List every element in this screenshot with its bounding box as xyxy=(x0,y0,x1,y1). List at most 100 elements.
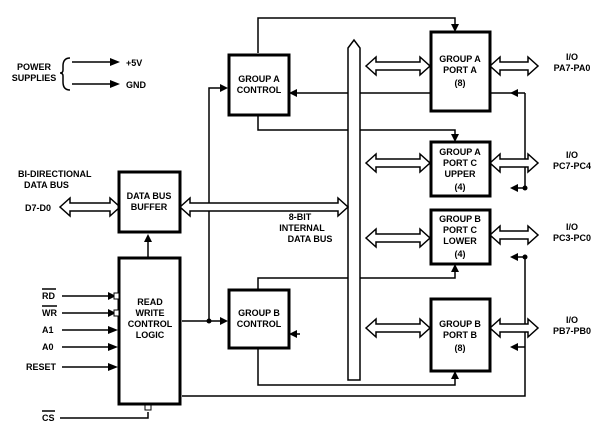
power-supplies: POWER SUPPLIES +5V GND xyxy=(12,57,147,91)
bus-internal-to-portb xyxy=(364,317,432,339)
porta-line3: (8) xyxy=(455,78,466,88)
databus-title-line2: DATA BUS xyxy=(24,180,69,190)
buffer-box xyxy=(117,170,182,234)
gnd-arrowhead xyxy=(110,80,120,88)
wire-porta-in-head xyxy=(510,89,518,97)
buffer-line2: BUFFER xyxy=(131,202,168,212)
signal-rd-bubble xyxy=(113,292,120,300)
io-pcl-label: I/O xyxy=(566,222,578,232)
rw-line2: WRITE xyxy=(136,308,165,318)
gac-box xyxy=(227,53,291,117)
io-pa-pins: PA7-PA0 xyxy=(554,63,591,73)
signal-cs-label: CS xyxy=(42,413,55,423)
wire-porta-feedback xyxy=(516,93,526,189)
signal-reset-head xyxy=(108,363,118,371)
wire-gac-to-porta-head xyxy=(451,24,459,32)
gnd-label: GND xyxy=(126,80,147,90)
signal-a1-head xyxy=(108,326,118,334)
signal-wr-label: WR xyxy=(42,308,57,318)
bus-buffer-to-internal xyxy=(178,196,350,218)
external-bus-arrow xyxy=(58,196,122,218)
vcc-arrowhead xyxy=(110,58,120,66)
internal-data-bus: 8-BIT INTERNAL DATA BUS xyxy=(279,38,361,381)
portb-line1: GROUP B xyxy=(439,319,481,329)
io-pcl-pins: PC3-PC0 xyxy=(553,233,591,243)
signal-reset-label: RESET xyxy=(26,362,57,372)
gac-line2: CONTROL xyxy=(237,85,282,95)
group-a-port-c-upper: GROUP A PORT C UPPER (4) xyxy=(429,140,492,198)
rw-line3: CONTROL xyxy=(128,319,173,329)
wire-gac-to-pcu-head xyxy=(451,134,459,142)
internal-bus-label-line2: INTERNAL xyxy=(279,223,325,233)
gbc-line2: CONTROL xyxy=(237,319,282,329)
pcl-line2: PORT C xyxy=(443,225,478,235)
signal-rd-head xyxy=(108,292,116,300)
wire-to-gac-head xyxy=(289,89,297,97)
signal-wr-bubble xyxy=(113,309,120,317)
bus-internal-to-pcu xyxy=(364,152,432,174)
junction-rw xyxy=(206,318,212,324)
power-brace xyxy=(59,57,71,91)
power-title-line2: SUPPLIES xyxy=(12,73,57,83)
pcl-line4: (4) xyxy=(455,249,466,259)
bus-internal-to-pcl xyxy=(364,227,432,249)
gac-line1: GROUP A xyxy=(238,74,280,84)
io-pa-label: I/O xyxy=(566,52,578,62)
internal-bus-label-line3: DATA BUS xyxy=(288,234,333,244)
databus-pins-label: D7-D0 xyxy=(25,203,51,213)
pcl-line3: LOWER xyxy=(443,236,477,246)
wire-rw-to-buffer-head xyxy=(144,234,152,242)
pcu-line1: GROUP A xyxy=(439,147,481,157)
pcu-line3: UPPER xyxy=(444,169,476,179)
io-pb-pins: PB7-PB0 xyxy=(553,326,591,336)
io-pb-label: I/O xyxy=(566,315,578,325)
bus-pcl-io xyxy=(488,224,540,246)
rw-line4: LOGIC xyxy=(136,330,165,340)
group-b-port-c-lower: GROUP B PORT C LOWER (4) xyxy=(429,208,492,266)
wire-gbc-to-pcl-head xyxy=(451,264,459,272)
porta-line1: GROUP A xyxy=(439,54,481,64)
gbc-box xyxy=(227,288,291,350)
wire-portb-in-head xyxy=(510,343,518,351)
pcu-line2: PORT C xyxy=(443,158,478,168)
porta-line2: PORT A xyxy=(443,65,477,75)
io-pcu-label: I/O xyxy=(566,150,578,160)
pcl-box xyxy=(429,208,492,266)
signal-cs-bubble xyxy=(144,404,152,411)
wire-pcl-in-head xyxy=(510,253,518,261)
group-a-control: GROUP A CONTROL xyxy=(227,53,291,117)
gbc-line1: GROUP B xyxy=(238,308,280,318)
pcu-box xyxy=(429,140,492,198)
wire-rw-to-gbc-head xyxy=(220,317,228,325)
wire-to-gbc-head xyxy=(289,330,297,338)
external-data-bus: BI-DIRECTIONAL DATA BUS D7-D0 xyxy=(18,169,122,218)
bus-internal-to-porta xyxy=(364,55,432,77)
group-b-control: GROUP B CONTROL xyxy=(227,288,291,350)
bus-porta-io xyxy=(488,55,540,77)
wire-gbc-to-portb-head xyxy=(451,371,459,379)
internal-bus-label-line1: 8-BIT xyxy=(289,212,312,222)
pcl-line1: GROUP B xyxy=(439,214,481,224)
signal-rd-label: RD xyxy=(42,291,55,301)
pcu-line4: (4) xyxy=(455,182,466,192)
internal-bus-bar xyxy=(347,38,361,381)
io-pcu-pins: PC7-PC4 xyxy=(553,161,591,171)
wire-reset-bus xyxy=(190,347,526,397)
signal-wr-head xyxy=(108,309,116,317)
portb-line3: (8) xyxy=(455,343,466,353)
databus-title-line1: BI-DIRECTIONAL xyxy=(18,169,92,179)
rw-line1: READ xyxy=(137,297,163,307)
control-signals: RD WR A1 A0 RESET CS xyxy=(26,288,152,423)
wire-pcu-in-head xyxy=(510,184,518,192)
signal-a0-label: A0 xyxy=(42,342,54,352)
portb-box xyxy=(429,297,492,373)
signal-a0-head xyxy=(108,343,118,351)
signal-cs-line xyxy=(60,412,149,419)
read-write-control-logic: READ WRITE CONTROL LOGIC xyxy=(117,256,182,406)
portb-line2: PORT B xyxy=(443,330,478,340)
vcc-label: +5V xyxy=(126,58,142,68)
wire-rw-to-gac-head xyxy=(220,84,228,92)
porta-box xyxy=(429,30,492,113)
